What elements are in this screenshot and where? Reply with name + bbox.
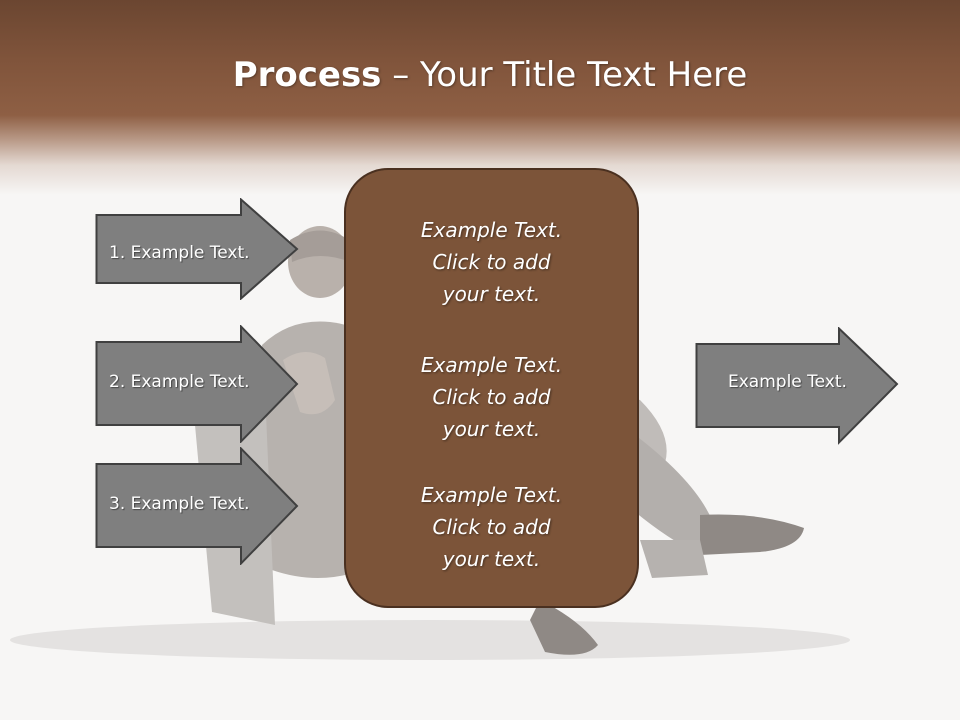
text-line: your text. — [442, 417, 541, 441]
process-arrow-3[interactable]: 3. Example Text. — [95, 447, 300, 565]
arrow-label: Example Text. — [728, 372, 847, 392]
text-line: your text. — [442, 547, 541, 571]
center-text-block-1[interactable]: Example Text. Click to add your text. — [346, 214, 637, 310]
arrow-label: 2. Example Text. — [109, 372, 250, 392]
center-content-box[interactable]: Example Text. Click to add your text. Ex… — [344, 168, 639, 608]
text-line: Example Text. — [420, 218, 563, 242]
title-rest-text: – Your Title Text Here — [381, 55, 748, 95]
title-bold-text: Process — [232, 55, 382, 95]
text-line: Example Text. — [420, 353, 563, 377]
slide-title: Process – Your Title Text Here — [0, 52, 960, 98]
result-arrow[interactable]: Example Text. — [695, 327, 900, 445]
arrow-label: 3. Example Text. — [109, 494, 250, 514]
arrow-label: 1. Example Text. — [109, 243, 250, 263]
arrow-right-icon — [95, 198, 299, 300]
text-line: your text. — [442, 282, 541, 306]
process-arrow-2[interactable]: 2. Example Text. — [95, 325, 300, 443]
text-line: Example Text. — [420, 483, 563, 507]
center-text-block-3[interactable]: Example Text. Click to add your text. — [346, 479, 637, 575]
arrow-right-icon — [695, 327, 899, 445]
arrow-right-icon — [95, 447, 299, 565]
arrow-right-icon — [95, 325, 299, 443]
header-band — [0, 0, 960, 200]
process-arrow-1[interactable]: 1. Example Text. — [95, 198, 300, 300]
text-line: Click to add — [432, 250, 551, 274]
text-line: Click to add — [432, 385, 551, 409]
text-line: Click to add — [432, 515, 551, 539]
center-text-block-2[interactable]: Example Text. Click to add your text. — [346, 349, 637, 445]
